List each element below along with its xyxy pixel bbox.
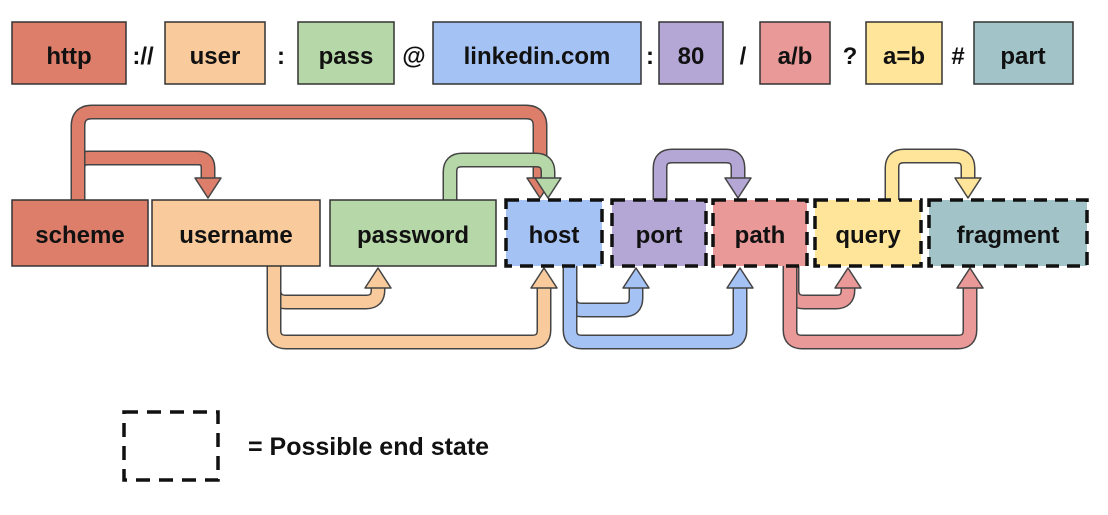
url-part-query: a=b (883, 43, 925, 70)
url-part-path: a/b (778, 43, 813, 70)
transition-password-to-host (442, 152, 562, 200)
state-password-label: password (357, 222, 469, 249)
url-example-row: http :// user : pass @ linkedin.com : 80… (11, 21, 1074, 85)
transition-username-to-password (266, 266, 392, 310)
url-separator-at: @ (402, 43, 425, 70)
transition-username-to-host (266, 266, 558, 350)
transition-scheme-to-username (70, 150, 222, 200)
url-part-fragment: part (1000, 43, 1045, 70)
state-row: scheme username password host port path … (11, 198, 1089, 268)
url-separator-colon-1: : (277, 43, 285, 70)
url-part-port: 80 (678, 43, 705, 70)
state-username-box (151, 199, 321, 267)
state-query-box (813, 198, 923, 268)
transition-host-to-port (562, 266, 650, 318)
url-separator-colon-2: : (646, 43, 654, 70)
state-port-label: port (636, 222, 683, 249)
state-password-box (329, 199, 497, 267)
url-separator-question: ? (843, 43, 858, 70)
transition-port-to-path (652, 148, 752, 200)
state-scheme-box (11, 199, 149, 267)
transition-arrows (70, 104, 984, 350)
url-separator-scheme: :// (132, 43, 154, 70)
url-part-fragment-box (973, 21, 1074, 85)
url-part-scheme: http (46, 43, 91, 70)
transition-host-to-path (562, 266, 754, 350)
url-part-port-box (658, 21, 724, 85)
state-query-label: query (835, 222, 901, 249)
state-path-box (711, 198, 809, 268)
url-part-host-box (432, 21, 642, 85)
url-part-user: user (190, 43, 241, 70)
url-part-host: linkedin.com (464, 43, 611, 70)
state-fragment-label: fragment (957, 222, 1060, 249)
legend: = Possible end state (122, 410, 489, 482)
state-path-label: path (735, 222, 786, 249)
state-fragment-box (927, 198, 1089, 268)
url-separator-hash: # (951, 43, 964, 70)
url-part-scheme-box (11, 21, 127, 85)
state-username-label: username (179, 222, 292, 249)
transition-query-to-fragment (884, 148, 982, 200)
legend-text: = Possible end state (248, 433, 489, 461)
state-port-box (610, 198, 708, 268)
url-part-user-box (164, 21, 266, 85)
state-host-label: host (529, 222, 580, 249)
legend-end-state-swatch (122, 410, 220, 482)
state-host-box (504, 198, 604, 268)
url-part-pass-box (297, 21, 395, 85)
url-part-pass: pass (319, 43, 374, 70)
url-separator-slash: / (740, 43, 747, 70)
url-part-path-box (759, 21, 831, 85)
state-scheme-label: scheme (35, 222, 124, 249)
url-part-query-box (865, 21, 943, 85)
transition-path-to-fragment (782, 266, 984, 350)
transition-path-to-query (784, 266, 862, 310)
